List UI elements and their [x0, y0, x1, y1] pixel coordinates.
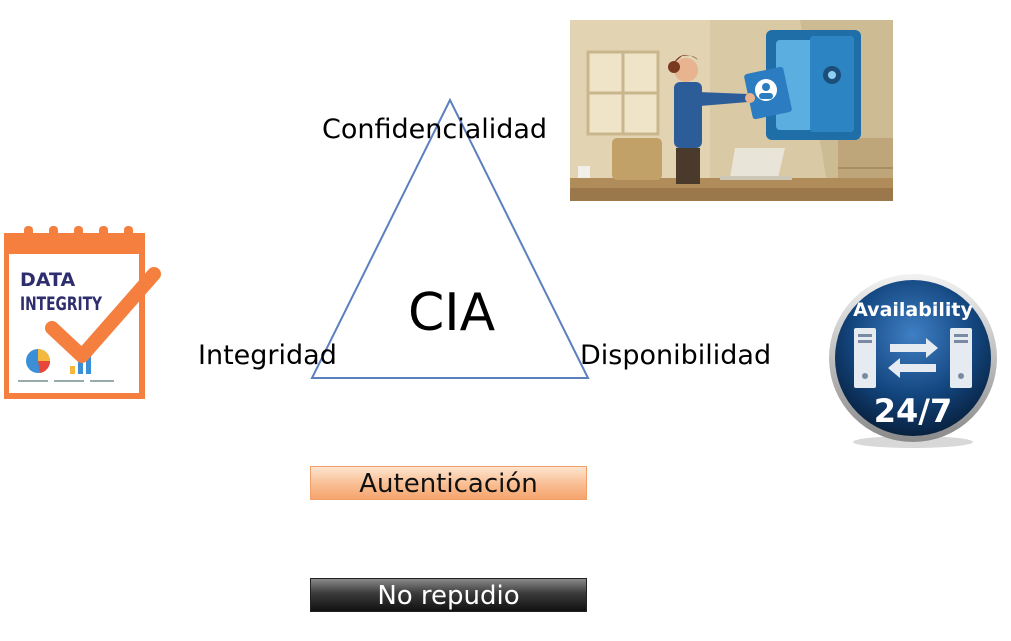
label-integridad: Integridad — [198, 340, 337, 371]
availability-subtitle: 24/7 — [874, 392, 952, 430]
availability-title: Availability — [853, 299, 973, 321]
confidentiality-illustration — [570, 20, 893, 201]
data-integrity-line1: DATA — [20, 269, 75, 291]
label-disponibilidad: Disponibilidad — [580, 340, 772, 371]
center-label-cia: CIA — [408, 283, 496, 343]
triangle-outline — [310, 97, 590, 379]
data-integrity-icon: DATA INTEGRITY — [3, 224, 164, 399]
authentication-box: Autenticación — [310, 466, 587, 500]
non-repudiation-box: No repudio — [310, 578, 587, 612]
availability-247-icon: Availability 24/7 — [824, 272, 1002, 450]
data-integrity-line2: INTEGRITY — [20, 293, 102, 315]
label-confidencialidad: Confidencialidad — [322, 114, 548, 145]
